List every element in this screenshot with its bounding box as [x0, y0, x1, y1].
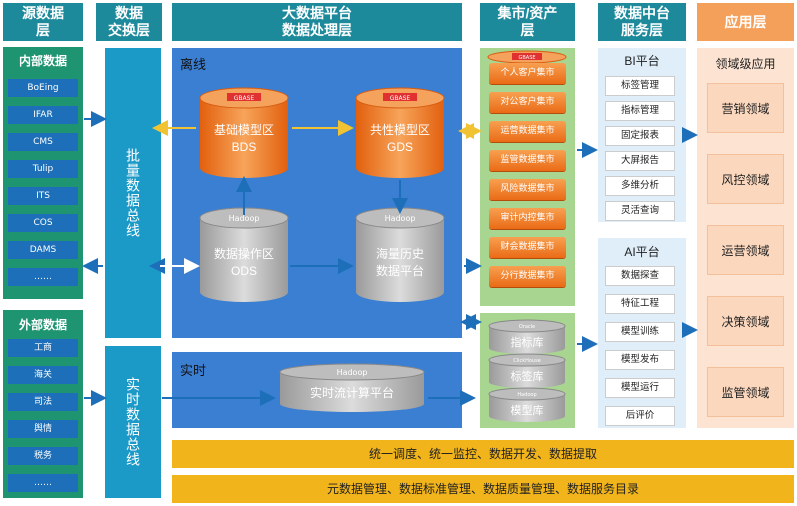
bds-badge: GBASE — [234, 95, 255, 102]
ai-platform-title: AI平台 — [624, 245, 660, 259]
data-mart-item: 个人客户集市 — [489, 63, 566, 84]
asset-library-badge: ClickHouse — [513, 358, 541, 364]
batch-data-bus-label: 批量数据总线 — [125, 148, 141, 238]
internal-source-item: …… — [8, 268, 78, 286]
external-source-item: 工商 — [8, 339, 78, 357]
bi-feature-item: 标签管理 — [605, 76, 675, 96]
bi-feature-item: 灵活查询 — [605, 201, 675, 221]
stream-line1: 实时流计算平台 — [310, 385, 394, 400]
ods-line2: ODS — [231, 264, 257, 278]
header-processing-layer: 大数据平台 数据处理层 — [172, 3, 462, 41]
internal-source-item: CMS — [8, 133, 78, 151]
asset-library-label: 标签库 — [511, 369, 544, 383]
internal-source-item: ITS — [8, 187, 78, 205]
scheduling-bar: 统一调度、统一监控、数据开发、数据提取 — [172, 440, 794, 468]
internal-source-item: BoEing — [8, 79, 78, 97]
internal-source-item: IFAR — [8, 106, 78, 124]
bi-platform-title: BI平台 — [624, 54, 660, 68]
data-mart-item: 财会数据集市 — [489, 237, 566, 258]
stream-badge: Hadoop — [337, 368, 368, 377]
data-mart-panel — [480, 48, 575, 306]
asset-library-label: 指标库 — [511, 335, 544, 349]
history-line2: 数据平台 — [376, 263, 424, 278]
ai-feature-item: 模型发布 — [605, 350, 675, 370]
batch-data-bus: 批量数据总线 — [105, 48, 161, 338]
internal-source-item: COS — [8, 214, 78, 232]
realtime-data-bus: 实时数据总线 — [105, 346, 161, 498]
ai-feature-item: 模型运行 — [605, 378, 675, 398]
ods-line1: 数据操作区 — [214, 246, 274, 261]
app-domain-item: 监管领域 — [707, 367, 784, 417]
bds-line1: 基础模型区 — [214, 123, 274, 137]
app-domain-item: 运营领域 — [707, 225, 784, 275]
offline-label: 离线 — [180, 57, 207, 72]
history-platform-cylinder: Hadoop 海量历史 数据平台 — [355, 207, 445, 302]
asset-library-cylinder: Hadoop 模型库 — [488, 387, 566, 422]
header-exchange-layer: 数据 交换层 — [96, 3, 162, 41]
header-service-layer: 数据中台 服务层 — [598, 3, 686, 41]
app-domain-item: 营销领域 — [707, 83, 784, 133]
asset-library-cylinder: ClickHouse 标签库 — [488, 353, 566, 388]
data-mart-item: 分行数据集市 — [489, 266, 566, 287]
asset-library-label: 模型库 — [511, 403, 544, 417]
ai-feature-item: 后评价 — [605, 406, 675, 426]
flow-arrows — [82, 111, 698, 406]
asset-library-cylinders: Oracle 指标库 ClickHouse 标签库 Hadoop 模型库 — [488, 319, 566, 422]
history-badge: Hadoop — [385, 214, 416, 223]
data-mart-item: 运营数据集市 — [489, 121, 566, 142]
gds-badge: GBASE — [390, 95, 411, 102]
external-source-item: 海关 — [8, 366, 78, 384]
internal-data-title: 内部数据 — [18, 54, 67, 68]
external-data-title: 外部数据 — [18, 318, 67, 332]
ods-cylinder: Hadoop 数据操作区 ODS — [199, 207, 289, 302]
asset-library-badge: Oracle — [519, 324, 535, 330]
gds-line2: GDS — [387, 140, 413, 154]
header-mart-layer: 集市/资产 层 — [480, 3, 575, 41]
ai-feature-item: 模型训练 — [605, 322, 675, 342]
external-source-item: 税务 — [8, 447, 78, 465]
data-mart-item: 监管数据集市 — [489, 150, 566, 171]
asset-library-cylinder: Oracle 指标库 — [488, 319, 566, 354]
external-source-item: 司法 — [8, 393, 78, 411]
bi-feature-item: 大屏报告 — [605, 151, 675, 171]
realtime-label: 实时 — [180, 363, 207, 378]
app-domain-item: 决策领域 — [707, 296, 784, 346]
mart-badge: GBASE — [518, 55, 535, 61]
app-panel-title: 领域级应用 — [715, 57, 776, 71]
realtime-data-bus-label: 实时数据总线 — [125, 377, 141, 467]
stream-platform-cylinder: Hadoop 实时流计算平台 — [279, 363, 425, 412]
bds-cylinder: GBASE 基础模型区 BDS — [199, 87, 289, 178]
external-source-item: …… — [8, 474, 78, 492]
gds-cylinder: GBASE 共性模型区 GDS — [355, 87, 445, 178]
governance-bar: 元数据管理、数据标准管理、数据质量管理、数据服务目录 — [172, 475, 794, 503]
external-source-item: 舆情 — [8, 420, 78, 438]
gds-line1: 共性模型区 — [370, 123, 430, 137]
bi-feature-item: 多维分析 — [605, 176, 675, 196]
bi-feature-item: 指标管理 — [605, 101, 675, 121]
ods-badge: Hadoop — [229, 214, 260, 223]
data-mart-item: 审计内控集市 — [489, 208, 566, 229]
header-source-layer: 源数据 层 — [3, 3, 83, 41]
mart-cylinder-cap: GBASE — [487, 50, 567, 64]
history-line1: 海量历史 — [376, 246, 424, 261]
bi-feature-item: 固定报表 — [605, 126, 675, 146]
app-domain-item: 风控领域 — [707, 154, 784, 204]
header-app-layer: 应用层 — [697, 3, 794, 41]
internal-source-item: DAMS — [8, 241, 78, 259]
ai-feature-item: 特征工程 — [605, 294, 675, 314]
data-mart-item: 风险数据集市 — [489, 179, 566, 200]
ai-feature-item: 数据探查 — [605, 266, 675, 286]
asset-library-badge: Hadoop — [517, 392, 536, 398]
internal-source-item: Tulip — [8, 160, 78, 178]
bds-line2: BDS — [232, 140, 257, 154]
data-mart-item: 对公客户集市 — [489, 92, 566, 113]
